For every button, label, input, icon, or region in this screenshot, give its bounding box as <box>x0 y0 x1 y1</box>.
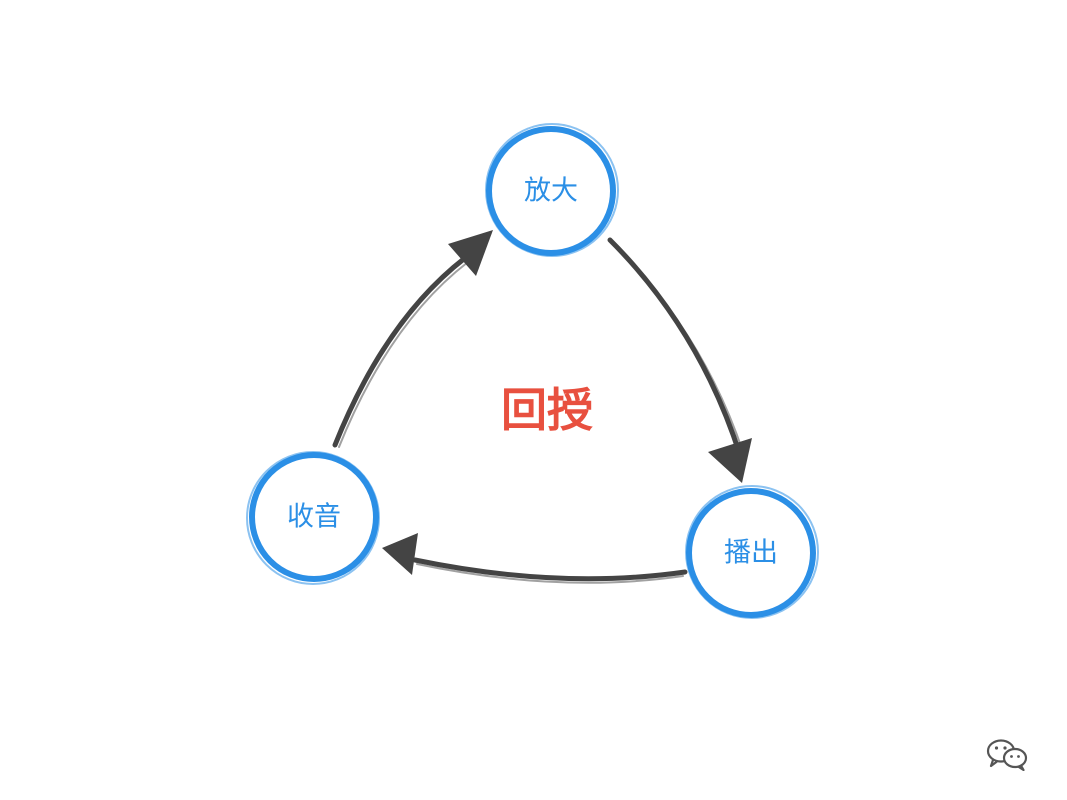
node-pickup: 收音 <box>246 451 380 585</box>
node-playback: 播出 <box>685 485 819 619</box>
edge-amplify-to-playback <box>607 237 752 483</box>
node-amplify: 放大 <box>485 123 619 257</box>
node-playback-label: 播出 <box>724 538 778 569</box>
node-amplify-label: 放大 <box>524 176 578 207</box>
edge-playback-to-pickup <box>382 533 688 584</box>
wechat-logo-icon <box>986 739 1028 771</box>
node-pickup-label: 收音 <box>287 502 341 533</box>
edge-pickup-to-amplify <box>332 230 493 448</box>
center-label: 回授 <box>501 383 593 437</box>
